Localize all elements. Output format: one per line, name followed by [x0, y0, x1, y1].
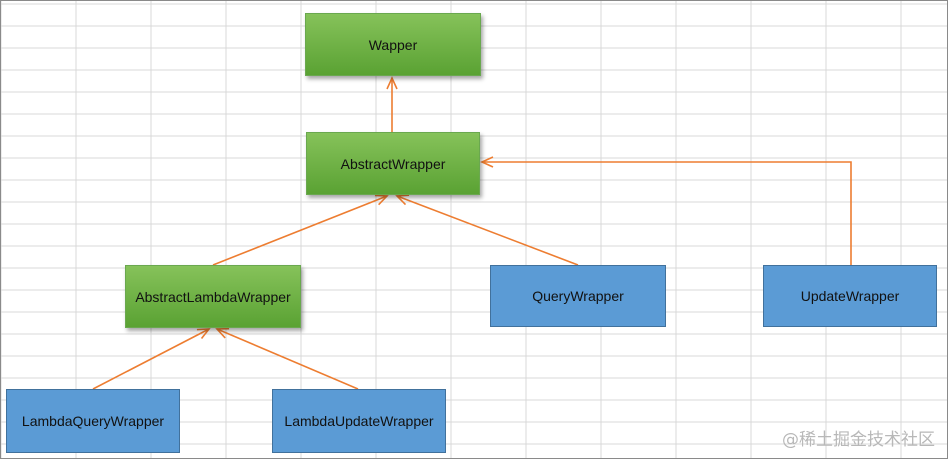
node-abstract-wrapper-label: AbstractWrapper [340, 155, 446, 172]
node-lambda-query-wrapper: LambdaQueryWrapper [6, 389, 180, 453]
arrow-lambdaupdatewrapper-to-abstractlambdawrapper [215, 327, 359, 390]
node-abstract-lambda-wrapper-label: AbstractLambdaWrapper [135, 288, 291, 305]
node-update-wrapper-label: UpdateWrapper [800, 288, 900, 304]
node-query-wrapper-label: QueryWrapper [532, 288, 624, 304]
arrow-querywrapper-to-abstractwrapper [395, 194, 579, 266]
node-lambda-update-wrapper-label: LambdaUpdateWrapper [284, 413, 434, 429]
arrow-updatewrapper-to-abstractwrapper [480, 156, 852, 265]
node-lambda-update-wrapper: LambdaUpdateWrapper [272, 389, 446, 453]
node-wapper-label: Wapper [368, 36, 418, 53]
node-update-wrapper: UpdateWrapper [763, 265, 937, 327]
node-abstract-wrapper: AbstractWrapper [306, 132, 480, 195]
node-query-wrapper: QueryWrapper [490, 265, 666, 327]
arrow-lambdaquerywrapper-to-abstractlambdawrapper [92, 328, 211, 390]
node-abstract-lambda-wrapper: AbstractLambdaWrapper [125, 265, 301, 328]
node-lambda-query-wrapper-label: LambdaQueryWrapper [21, 413, 165, 429]
node-wapper: Wapper [305, 13, 481, 76]
watermark: @稀土掘金技术社区 [782, 430, 935, 450]
arrow-abstractlambdawrapper-to-abstractwrapper [212, 194, 389, 266]
